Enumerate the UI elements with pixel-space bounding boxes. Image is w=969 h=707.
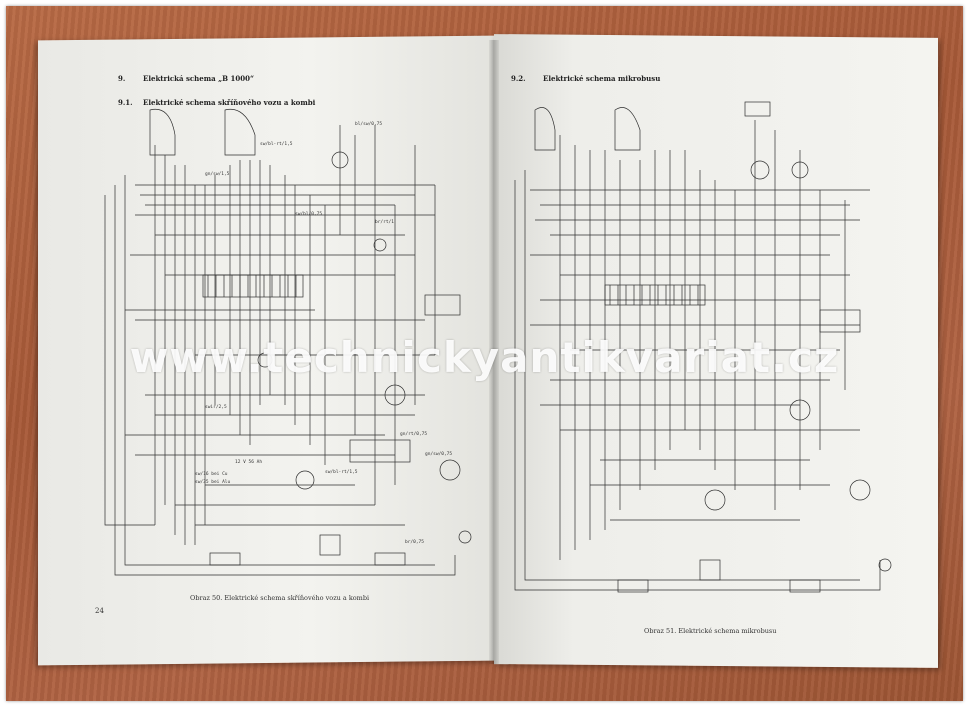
wire-label: gn/rt/0,75 <box>400 431 427 437</box>
wire-label: sw/bl/0,75 <box>295 211 322 217</box>
right-section-title: Elektrické schema mikrobusu <box>543 74 661 83</box>
wire-label: sw/16 bei Cu <box>195 471 228 477</box>
wire-label: gn/sw/1,5 <box>205 171 230 177</box>
wire-label: sw/bl-rt/1,5 <box>260 141 293 147</box>
right-figure-caption: Obraz 51. Elektrické schema mikrobusu <box>644 627 777 635</box>
page-number: 24 <box>95 607 104 615</box>
wire-label: swir/2,5 <box>205 404 227 410</box>
wire-label: gn/sw/0,75 <box>425 451 452 457</box>
left-wiring-diagram: sw/bl-rt/1,5 bl/sw/0,75 gn/sw/1,5 sw/bl/… <box>104 108 472 576</box>
wire-label: sw/bl-rt/1,5 <box>325 469 358 475</box>
wire-label: br/0,75 <box>405 539 424 545</box>
right-section-number: 9.2. <box>511 74 526 83</box>
section-number: 9. <box>118 74 126 83</box>
book-gutter <box>489 40 499 664</box>
section-title: Elektrická schema „B 1000“ <box>143 74 254 83</box>
left-figure-caption: Obraz 50. Elektrické schema skříňového v… <box>190 594 370 602</box>
right-wiring-diagram <box>514 101 892 593</box>
wire-label: br/rt/1 <box>375 219 394 225</box>
watermark: www.technickyantikvariat.cz <box>129 333 840 382</box>
wire-label: 12 V 56 Ah <box>235 459 262 465</box>
subsection-number: 9.1. <box>118 98 133 107</box>
subsection-title: Elektrické schema skříňového vozu a komb… <box>143 98 316 107</box>
wire-label: sw/35 bei Alu <box>195 479 231 485</box>
wire-label: bl/sw/0,75 <box>355 121 382 127</box>
